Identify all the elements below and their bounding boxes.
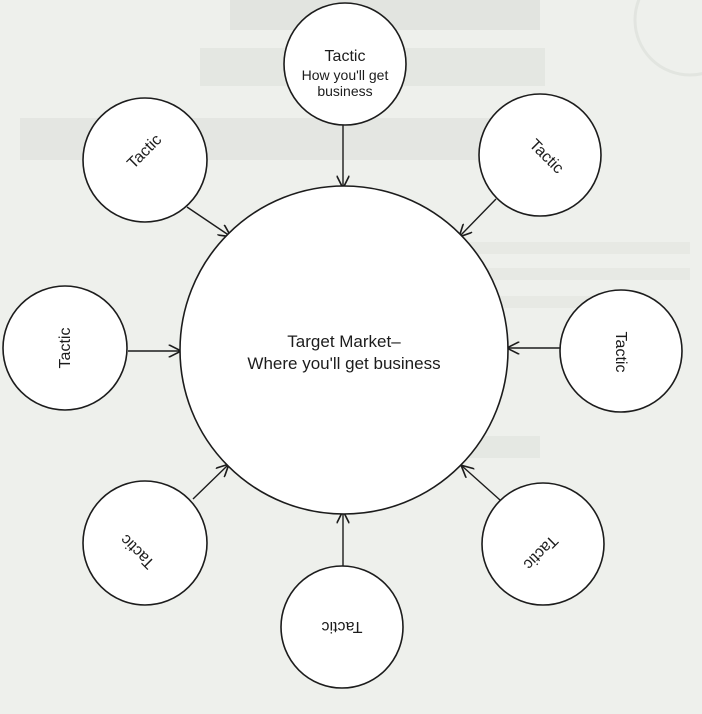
tactic-node-top-left: Tactic: [82, 97, 208, 223]
connectors: [128, 123, 560, 566]
connector-top-left: [186, 206, 230, 236]
tactic-node-bottom-left: Tactic: [82, 480, 208, 606]
tactic-left-label: Tactic: [57, 328, 74, 369]
tactic-node-bottom: Tactic: [280, 565, 404, 689]
tactic-right-label: Tactic: [612, 332, 629, 373]
target-market-title: Target Market–: [287, 332, 401, 351]
tactic-node-top: Tactic How you'll get business: [283, 2, 407, 126]
tactic-node-left: Tactic: [2, 285, 128, 411]
connector-bottom-left: [192, 465, 228, 500]
tactic-top-sub2: business: [317, 83, 372, 99]
tactic-node-top-right: Tactic: [478, 93, 602, 217]
target-market-node: Target Market– Where you'll get business: [179, 185, 509, 515]
tactic-node-bottom-right: Tactic: [481, 482, 605, 606]
connector-bottom-right: [462, 466, 501, 501]
tactic-bottom-label: Tactic: [322, 618, 363, 635]
connector-top-right: [460, 198, 497, 236]
tactic-node-right: Tactic: [559, 289, 683, 413]
tactic-top-sub1: How you'll get: [302, 67, 389, 83]
target-market-subtitle: Where you'll get business: [247, 354, 440, 373]
tactic-top-label: Tactic: [325, 48, 366, 65]
